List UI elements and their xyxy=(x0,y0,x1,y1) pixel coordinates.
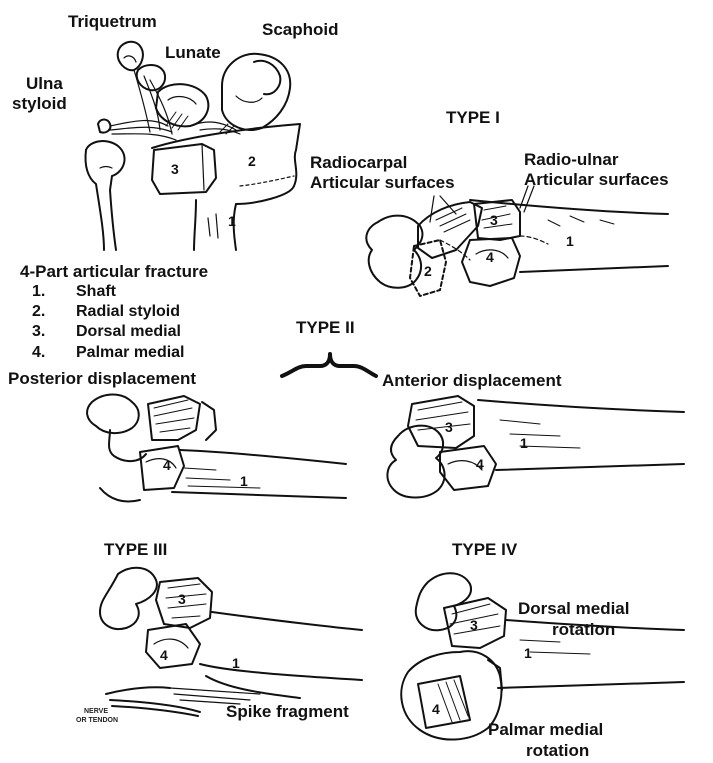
frag-3-type4: 3 xyxy=(470,617,478,633)
legend-item-2-num: 2. xyxy=(32,303,76,321)
frag-3-type3: 3 xyxy=(178,591,186,607)
dorsal-medial-rotation-line2: rotation xyxy=(552,620,615,639)
frag-1-type2-ant: 1 xyxy=(520,435,528,451)
legend-item-4-text: Palmar medial xyxy=(76,344,185,361)
legend-item-1-num: 1. xyxy=(32,283,76,301)
legend-item-3-text: Dorsal medial xyxy=(76,323,181,340)
radiocarpal-label-line1: Radiocarpal xyxy=(310,153,407,172)
frag-3-type2-ant: 3 xyxy=(445,419,453,435)
palmar-medial-rotation-line1: Palmar medial xyxy=(488,720,603,739)
legend-item-3: 3.Dorsal medial xyxy=(32,323,181,341)
frag-4-type1: 4 xyxy=(486,249,494,265)
type3-drawing xyxy=(100,568,362,716)
ulna-styloid-label-line1: Ulna xyxy=(26,74,63,93)
frag-1-top: 1 xyxy=(228,213,236,229)
type2-brace xyxy=(282,354,376,376)
legend-item-4: 4.Palmar medial xyxy=(32,344,185,362)
lunate-label: Lunate xyxy=(165,43,221,62)
frag-4-type3: 4 xyxy=(160,647,168,663)
frag-4-type4: 4 xyxy=(432,701,440,717)
legend-item-3-num: 3. xyxy=(32,323,76,341)
type1-title: TYPE I xyxy=(446,108,500,127)
nerve-label-line2: OR TENDON xyxy=(76,717,118,725)
ulna-styloid-label-line2: styloid xyxy=(12,94,67,113)
legend-title: 4-Part articular fracture xyxy=(20,262,208,281)
posterior-displacement-label: Posterior displacement xyxy=(8,369,196,388)
palmar-medial-rotation-line2: rotation xyxy=(526,741,589,760)
wrist-anatomy-drawing xyxy=(85,42,300,250)
frag-4-type2-post: 4 xyxy=(163,457,171,473)
radiocarpal-label-line2: Articular surfaces xyxy=(310,173,455,192)
legend-item-1: 1.Shaft xyxy=(32,283,116,301)
legend-item-1-text: Shaft xyxy=(76,283,116,300)
nerve-label-line1: NERVE xyxy=(84,708,108,716)
type3-title: TYPE III xyxy=(104,540,167,559)
type2-posterior-drawing xyxy=(87,395,346,502)
radioulnar-label-line1: Radio-ulnar xyxy=(524,150,618,169)
triquetrum-label: Triquetrum xyxy=(68,12,157,31)
legend-item-4-num: 4. xyxy=(32,344,76,362)
frag-2-top: 2 xyxy=(248,153,256,169)
frag-3-type1: 3 xyxy=(490,212,498,228)
type4-title: TYPE IV xyxy=(452,540,517,559)
dorsal-medial-rotation-line1: Dorsal medial xyxy=(518,599,630,618)
frag-1-type3: 1 xyxy=(232,655,240,671)
radioulnar-label-line2: Articular surfaces xyxy=(524,170,669,189)
spike-fragment-label: Spike fragment xyxy=(226,702,349,721)
frag-1-type4: 1 xyxy=(524,645,532,661)
type2-title: TYPE II xyxy=(296,318,355,337)
scaphoid-label: Scaphoid xyxy=(262,20,339,39)
anterior-displacement-label: Anterior displacement xyxy=(382,371,562,390)
frag-1-type2-post: 1 xyxy=(240,473,248,489)
frag-2-type1: 2 xyxy=(424,263,432,279)
type2-anterior-drawing xyxy=(387,396,684,498)
legend-item-2-text: Radial styloid xyxy=(76,303,180,320)
frag-4-type2-ant: 4 xyxy=(476,456,484,472)
type1-drawing xyxy=(366,186,668,296)
frag-3-top: 3 xyxy=(171,161,179,177)
frag-1-type1: 1 xyxy=(566,233,574,249)
legend-item-2: 2.Radial styloid xyxy=(32,303,180,321)
